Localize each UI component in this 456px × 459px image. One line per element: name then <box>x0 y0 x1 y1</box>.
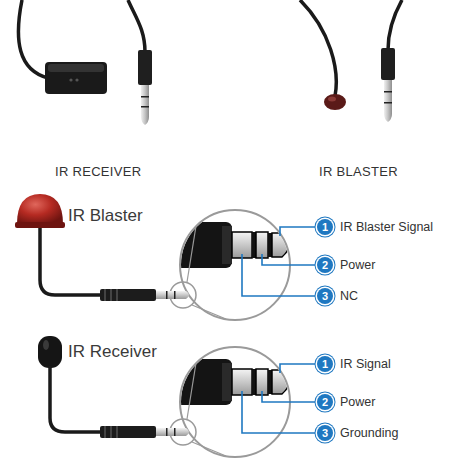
part-name: IR Blaster <box>68 206 143 226</box>
pin-name: NC <box>340 289 358 303</box>
pin-name: IR Blaster Signal <box>340 220 433 234</box>
callout-number: 3 <box>317 425 333 441</box>
callout-number: 1 <box>317 219 333 235</box>
callout-number: 1 <box>317 356 333 372</box>
callout-number: 2 <box>317 257 333 273</box>
blaster-photo <box>300 0 402 122</box>
part-caption: IR BLASTER <box>319 164 398 179</box>
receiver-photo <box>18 0 152 125</box>
pin-name: Power <box>340 395 375 409</box>
pin-name: Power <box>340 258 375 272</box>
pin-name: Grounding <box>340 426 398 440</box>
part-name: IR Receiver <box>68 342 157 362</box>
callout-number: 2 <box>317 394 333 410</box>
callout-number: 3 <box>317 288 333 304</box>
pin-name: IR Signal <box>340 357 391 371</box>
blaster-jack-detail <box>100 210 317 320</box>
part-caption: IR RECEIVER <box>55 164 141 179</box>
receiver-jack-detail <box>100 347 317 457</box>
